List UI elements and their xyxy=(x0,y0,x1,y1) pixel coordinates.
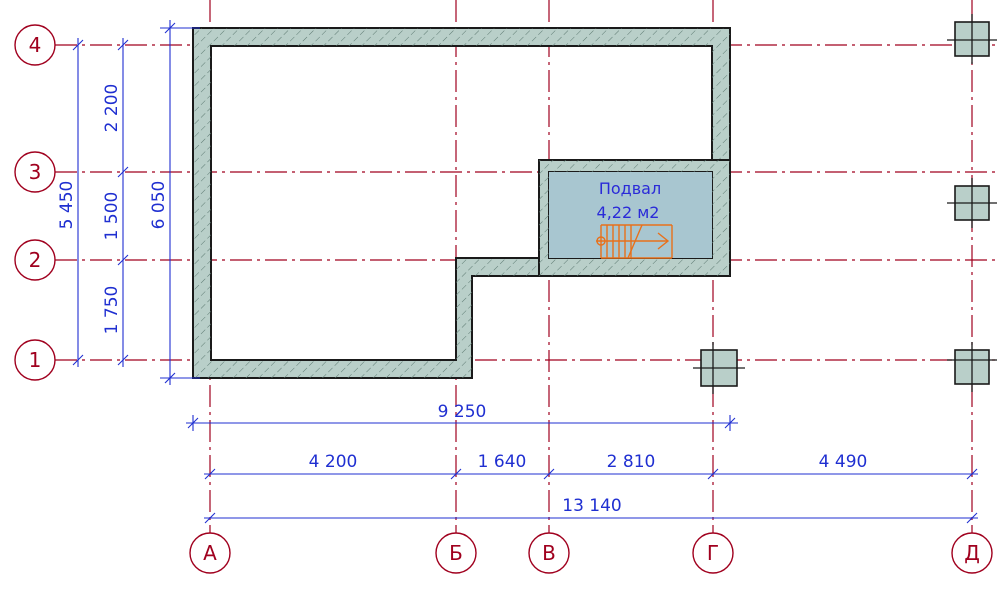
main-wall-hatch xyxy=(193,28,730,378)
axis-bubble-b: Б xyxy=(435,532,477,574)
dimension-top-overall: 9 250 xyxy=(186,402,738,431)
dim-left-seg-3: 2 200 xyxy=(102,84,122,133)
axis-bubble-4: 4 xyxy=(14,24,56,66)
axis-bubble-2: 2 xyxy=(14,239,56,281)
stair-icon xyxy=(596,224,673,259)
svg-text:1: 1 xyxy=(29,348,42,372)
axis-bubble-1: 1 xyxy=(14,339,56,381)
dimension-left-segments: 1 750 1 500 2 200 xyxy=(102,38,129,367)
dimension-bottom-overall: 13 140 xyxy=(204,496,978,524)
svg-text:Б: Б xyxy=(449,541,463,565)
dim-bottom-seg-1: 4 200 xyxy=(309,452,358,472)
axis-bubble-3: 3 xyxy=(14,151,56,193)
column-g1 xyxy=(693,342,745,394)
dimension-left-overall-outer: 6 050 xyxy=(149,20,200,385)
basement-wall-hatch xyxy=(539,160,730,276)
columns xyxy=(693,14,997,394)
axis-bubble-v: В xyxy=(528,532,570,574)
svg-text:В: В xyxy=(542,541,556,565)
dimension-bottom-segments: 4 200 1 640 2 810 4 490 xyxy=(204,452,978,480)
dimension-left-overall-inner: 5 450 xyxy=(57,38,84,367)
dim-left-overall-inner-label: 5 450 xyxy=(57,181,77,230)
column-d1 xyxy=(947,342,997,392)
axis-bubble-d: Д xyxy=(951,532,993,574)
column-d4 xyxy=(947,14,997,64)
axis-bubble-g: Г xyxy=(692,532,734,574)
room-area: 4,22 м2 xyxy=(597,203,660,222)
walls xyxy=(192,27,731,379)
svg-text:А: А xyxy=(203,541,217,565)
room-name: Подвал xyxy=(599,179,661,198)
dim-top-overall-label: 9 250 xyxy=(438,402,487,422)
column-d3 xyxy=(947,178,997,228)
axis-bubbles-horizontal: 4 3 2 1 xyxy=(14,24,56,381)
dim-left-overall-outer-label: 6 050 xyxy=(149,181,169,230)
axis-bubble-a: А xyxy=(189,532,231,574)
svg-text:4: 4 xyxy=(29,33,42,57)
dim-bottom-overall-label: 13 140 xyxy=(562,496,621,516)
axis-bubbles-vertical: А Б В Г Д xyxy=(189,532,993,574)
svg-text:Д: Д xyxy=(964,541,980,565)
dim-left-seg-1: 1 750 xyxy=(102,286,122,335)
svg-text:Г: Г xyxy=(707,541,719,565)
dim-left-seg-2: 1 500 xyxy=(102,192,122,241)
dim-bottom-seg-4: 4 490 xyxy=(819,452,868,472)
dim-bottom-seg-3: 2 810 xyxy=(607,452,656,472)
dim-bottom-seg-2: 1 640 xyxy=(478,452,527,472)
svg-text:2: 2 xyxy=(29,248,42,272)
svg-text:3: 3 xyxy=(29,160,42,184)
